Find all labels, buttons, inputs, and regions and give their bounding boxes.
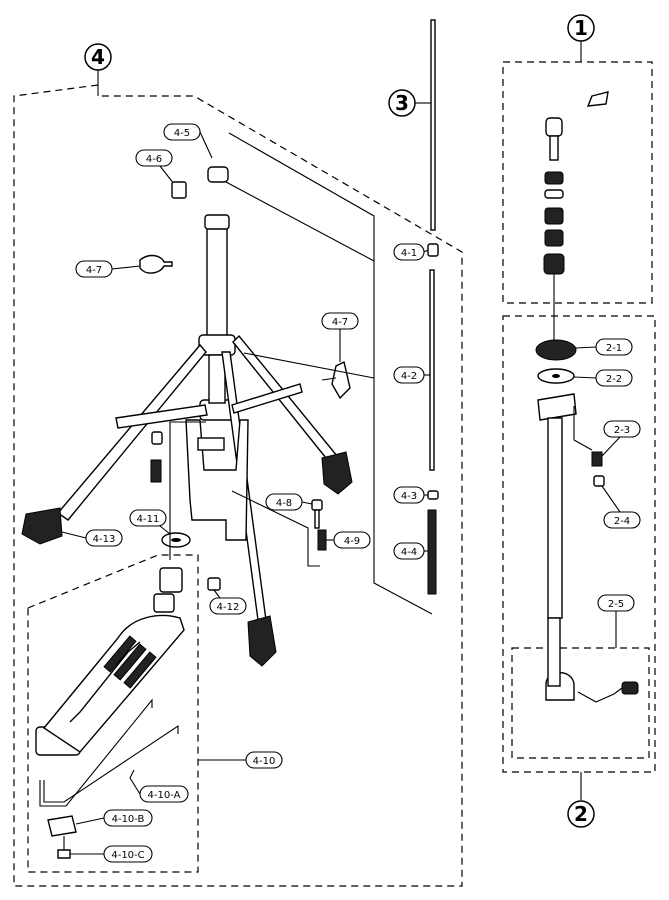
cup-2-1 — [535, 339, 577, 361]
wing-screw-left — [139, 254, 173, 274]
felt-1c — [544, 207, 564, 225]
label-4-4: 4-4 — [393, 542, 428, 560]
svg-text:4-3: 4-3 — [401, 491, 417, 502]
label-2-1: 2-1 — [575, 338, 633, 356]
group-1-outline — [502, 61, 653, 304]
group-2-badge: 2 — [567, 800, 595, 828]
screw-4-10-c — [57, 849, 71, 859]
svg-text:2-5: 2-5 — [608, 599, 624, 610]
svg-text:4-9: 4-9 — [344, 536, 360, 547]
stand-upper-tube — [206, 224, 228, 346]
label-2-4: 2-4 — [601, 485, 641, 529]
svg-text:2-2: 2-2 — [606, 374, 622, 385]
label-4-13: 4-13 — [61, 529, 123, 547]
washer-1b — [544, 189, 564, 199]
bolt-upper — [151, 431, 163, 445]
svg-text:4-10-A: 4-10-A — [148, 790, 181, 801]
label-4-10: 4-10 — [198, 751, 283, 769]
group-4-badge: 4 — [84, 43, 112, 71]
foot-left — [21, 507, 63, 545]
group-4-outline — [13, 84, 463, 887]
rod-4-2 — [429, 269, 435, 471]
label-4-2: 4-2 — [393, 366, 430, 384]
svg-text:4-10-C: 4-10-C — [111, 850, 144, 861]
rod-2 — [547, 417, 563, 619]
pedal-link — [159, 567, 183, 593]
svg-text:4-10: 4-10 — [253, 756, 276, 767]
wing-bolt-1 — [586, 91, 609, 107]
svg-text:2-4: 2-4 — [614, 516, 630, 527]
nut-4-3 — [427, 490, 439, 500]
bolt-head-1 — [545, 117, 563, 137]
plate-4-10-b — [47, 815, 77, 837]
label-2-5: 2-5 — [597, 594, 635, 648]
spring-4-9 — [317, 529, 327, 551]
label-4-10-a: 4-10-A — [129, 769, 189, 803]
svg-text:3: 3 — [395, 91, 409, 115]
label-4-5: 4-5 — [163, 123, 213, 159]
spring-4-4 — [427, 509, 437, 595]
svg-text:4-10-B: 4-10-B — [112, 814, 145, 825]
svg-text:4: 4 — [91, 45, 105, 69]
svg-text:4-8: 4-8 — [276, 498, 292, 509]
group-1-badge: 1 — [567, 14, 595, 42]
spring-2-3 — [591, 451, 603, 467]
svg-text:4-11: 4-11 — [137, 514, 160, 525]
label-4-3: 4-3 — [393, 486, 428, 504]
spring-rod-4-10 — [39, 698, 153, 807]
bolt-2-4 — [593, 475, 605, 487]
seat-holder — [537, 393, 577, 421]
nut-1e — [543, 253, 565, 275]
leg-left — [56, 343, 207, 521]
group-3-badge: 3 — [388, 89, 416, 117]
label-4-9: 4-9 — [326, 531, 371, 549]
foot-right — [321, 451, 353, 495]
brace-left — [115, 404, 208, 429]
label-4-7-right: 4-7 — [321, 312, 359, 362]
svg-text:4-7: 4-7 — [332, 317, 348, 328]
svg-text:4-1: 4-1 — [401, 248, 417, 259]
foot-front — [247, 615, 277, 667]
label-4-6: 4-6 — [135, 149, 175, 185]
label-4-8: 4-8 — [265, 493, 313, 511]
svg-text:2: 2 — [574, 802, 588, 826]
svg-text:4-2: 4-2 — [401, 371, 417, 382]
label-4-12: 4-12 — [209, 589, 247, 615]
nut-4-12 — [207, 577, 221, 591]
label-4-1: 4-1 — [393, 243, 429, 261]
label-4-10-c: 4-10-C — [70, 845, 153, 863]
brace-right — [231, 383, 303, 414]
nut-4-1 — [427, 243, 439, 257]
label-4-11: 4-11 — [129, 509, 171, 535]
svg-text:4-4: 4-4 — [401, 547, 417, 558]
nut-1a — [544, 171, 564, 185]
label-4-10-b: 4-10-B — [75, 809, 153, 827]
tab-4-6-part — [171, 181, 187, 199]
svg-text:4-6: 4-6 — [146, 154, 162, 165]
label-4-7-left: 4-7 — [75, 260, 141, 278]
label-2-2: 2-2 — [573, 369, 633, 387]
svg-text:2-3: 2-3 — [614, 425, 630, 436]
wing-screw-right — [331, 360, 351, 400]
group-2-outline — [502, 315, 656, 773]
svg-text:4-12: 4-12 — [217, 602, 240, 613]
group-3-rod — [430, 19, 436, 231]
clamp-subgroup-outline — [511, 647, 650, 759]
bolt-4-8 — [311, 499, 323, 511]
felt-1d — [544, 229, 564, 247]
svg-text:4-5: 4-5 — [174, 128, 190, 139]
svg-text:4-13: 4-13 — [93, 534, 116, 545]
label-2-3: 2-3 — [601, 420, 641, 457]
pedal-subgroup-outline — [27, 554, 199, 873]
clamp-screw — [621, 681, 639, 695]
tube-top — [204, 214, 230, 230]
pedal-footboard — [42, 614, 185, 753]
svg-text:4-7: 4-7 — [86, 265, 102, 276]
svg-text:1: 1 — [574, 16, 588, 40]
svg-text:2-1: 2-1 — [606, 343, 622, 354]
